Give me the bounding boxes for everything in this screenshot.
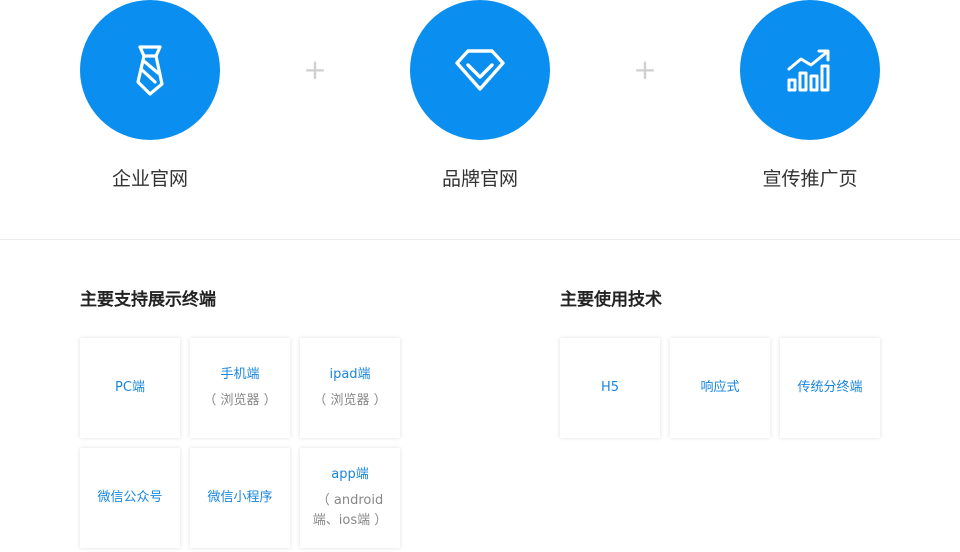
card-title: 传统分终端 [797, 380, 863, 395]
tie-icon [136, 45, 164, 96]
feature-enterprise-site[interactable]: 企业官网 [80, 0, 220, 192]
card-title: 微信公众号 [97, 490, 163, 505]
card-title: 微信小程序 [207, 490, 273, 505]
features-section: 企业官网 + 品牌官网 + 宣传推广页 [0, 0, 960, 240]
terminals-section-title: 主要支持展示终端 [80, 290, 216, 310]
terminal-card-mobile[interactable]: 手机端 （ 浏览器 ） [190, 338, 290, 438]
tech-section-title: 主要使用技术 [560, 290, 662, 310]
feature-promo-page[interactable]: 宣传推广页 [740, 0, 880, 192]
feature-label: 企业官网 [111, 168, 188, 190]
diamond-icon [455, 49, 505, 91]
card-title: app端 [331, 467, 369, 482]
plus-sign: + [633, 53, 657, 86]
feature-brand-site[interactable]: 品牌官网 [410, 0, 550, 192]
feature-circle [410, 0, 550, 140]
terminal-card-app[interactable]: app端 （ android端、ios端 ） [300, 448, 400, 548]
card-title: H5 [600, 380, 620, 395]
terminal-card-wechat-miniprogram[interactable]: 微信小程序 [190, 448, 290, 548]
tech-card-traditional[interactable]: 传统分终端 [780, 338, 880, 438]
plus-sign: + [303, 53, 327, 86]
feature-circle [80, 0, 220, 140]
card-subtitle: （ 浏览器 ） [203, 393, 277, 408]
tech-card-h5[interactable]: H5 [560, 338, 660, 438]
terminal-card-ipad[interactable]: ipad端 （ 浏览器 ） [300, 338, 400, 438]
card-title: ipad端 [329, 367, 371, 382]
terminal-card-wechat-official[interactable]: 微信公众号 [80, 448, 180, 548]
card-title: 手机端 [220, 367, 260, 382]
card-subtitle: （ android端、ios端 ） [312, 493, 388, 528]
card-title: 响应式 [700, 380, 740, 395]
growth-chart-icon [787, 49, 830, 92]
terminal-card-pc[interactable]: PC端 [80, 338, 180, 438]
card-title: PC端 [115, 380, 145, 395]
feature-label: 宣传推广页 [762, 168, 858, 190]
feature-circle [740, 0, 880, 140]
card-subtitle: （ 浏览器 ） [313, 393, 387, 408]
feature-label: 品牌官网 [441, 168, 518, 190]
tech-card-responsive[interactable]: 响应式 [670, 338, 770, 438]
